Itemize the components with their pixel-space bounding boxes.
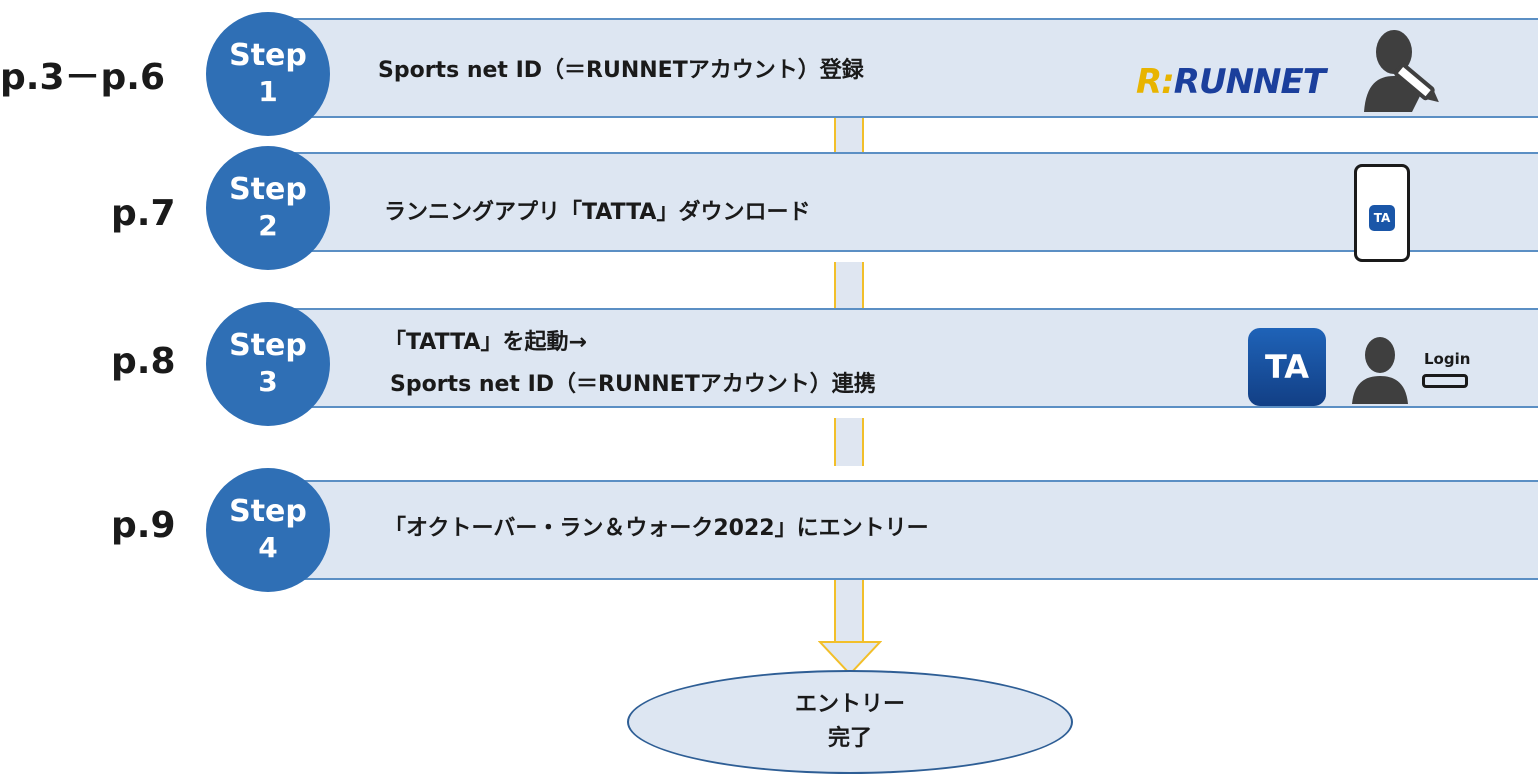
user-pen-icon bbox=[1364, 30, 1439, 112]
step-badge-word: Step bbox=[229, 38, 307, 73]
runnet-logo: R:RUNNET bbox=[1136, 62, 1326, 102]
step-2-text-line: ランニングアプリ「TATTA」ダウンロード bbox=[384, 200, 811, 225]
step-badge-word: Step bbox=[229, 494, 307, 529]
phone-app-label: TA bbox=[1373, 211, 1391, 225]
entry-complete-line-2: 完了 bbox=[827, 726, 872, 751]
step-1-page-ref: p.3－p.6 bbox=[0, 57, 165, 98]
step-1-band bbox=[270, 18, 1538, 118]
step-3-text-line-2: Sports net ID（＝RUNNETアカウント）連携 bbox=[390, 372, 876, 397]
entry-complete-node: エントリー 完了 bbox=[627, 670, 1073, 774]
step-badge-word: Step bbox=[229, 328, 307, 363]
user-icon bbox=[1352, 337, 1408, 404]
step-1-text: Sports net ID（＝RUNNETアカウント）登録 bbox=[378, 56, 864, 86]
tatta-app-icon: TA bbox=[1248, 328, 1326, 406]
down-arrow-head bbox=[818, 641, 882, 676]
step-badge-number: 4 bbox=[258, 531, 278, 564]
step-badge-number: 1 bbox=[258, 75, 278, 108]
step-1-text-line: Sports net ID（＝RUNNETアカウント）登録 bbox=[378, 58, 864, 83]
step-3-band bbox=[270, 308, 1538, 408]
step-badge-number: 2 bbox=[258, 209, 278, 242]
runnet-logo-mark: R: bbox=[1136, 62, 1175, 102]
phone-app-icon: TA bbox=[1369, 205, 1395, 231]
step-2-band bbox=[270, 152, 1538, 252]
step-4-text-line: 「オクトーバー・ラン＆ウォーク2022」にエントリー bbox=[384, 516, 929, 541]
step-4-page-ref: p.9 bbox=[111, 505, 176, 546]
runnet-logo-word: RUNNET bbox=[1173, 62, 1326, 102]
connector-4-end bbox=[834, 578, 864, 642]
step-2-badge: Step 2 bbox=[206, 146, 330, 270]
step-2-page-ref: p.7 bbox=[111, 193, 176, 234]
step-3-page-ref: p.8 bbox=[111, 341, 176, 382]
login-field-icon bbox=[1422, 374, 1468, 388]
login-label: Login bbox=[1424, 350, 1471, 368]
step-1-badge: Step 1 bbox=[206, 12, 330, 136]
step-4-badge: Step 4 bbox=[206, 468, 330, 592]
entry-complete-line-1: エントリー bbox=[794, 692, 905, 717]
connector-2-3 bbox=[834, 262, 864, 310]
tatta-app-label: TA bbox=[1264, 348, 1310, 386]
step-badge-word: Step bbox=[229, 172, 307, 207]
step-3-text: 「TATTA」を起動→ Sports net ID（＝RUNNETアカウント）連… bbox=[384, 328, 876, 400]
step-badge-number: 3 bbox=[258, 365, 278, 398]
step-3-badge: Step 3 bbox=[206, 302, 330, 426]
step-4-text: 「オクトーバー・ラン＆ウォーク2022」にエントリー bbox=[384, 514, 929, 544]
connector-1-2 bbox=[834, 118, 864, 154]
phone-icon: TA bbox=[1354, 164, 1410, 262]
connector-3-4 bbox=[834, 418, 864, 466]
step-2-text: ランニングアプリ「TATTA」ダウンロード bbox=[384, 198, 810, 228]
step-3-text-line-1: 「TATTA」を起動→ bbox=[384, 330, 587, 355]
